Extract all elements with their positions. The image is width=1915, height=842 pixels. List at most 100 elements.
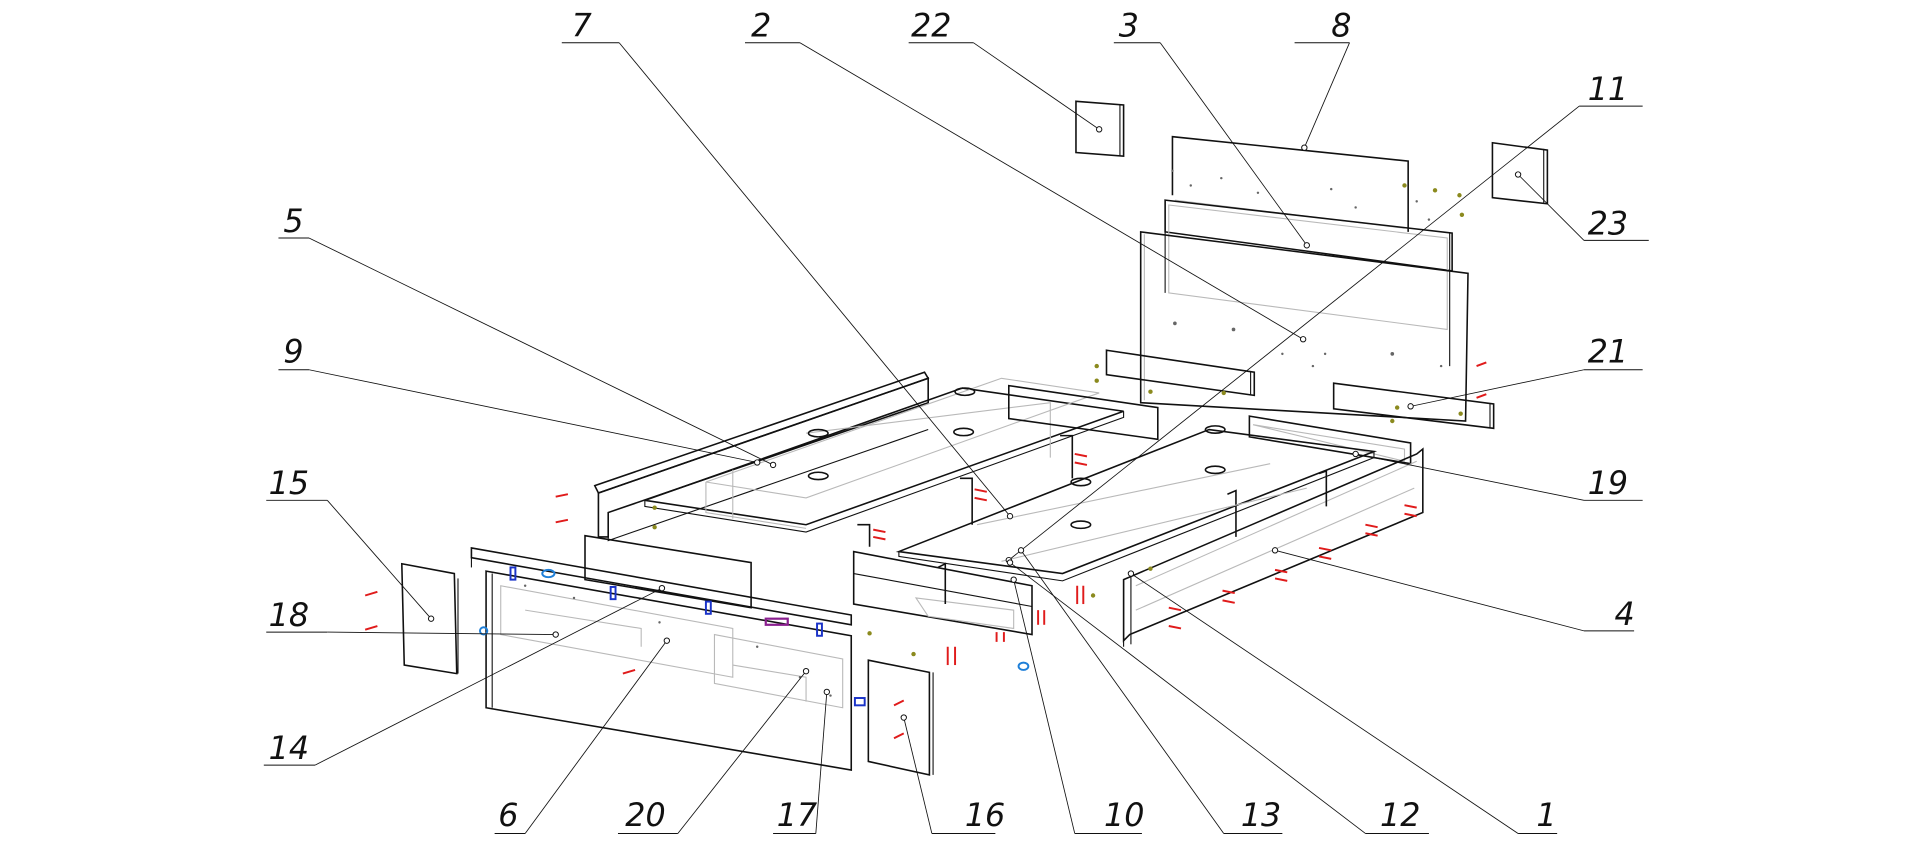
callout-15: 15 (266, 466, 435, 622)
callout-12: 12 (1006, 559, 1429, 834)
part-front-drawer (400, 546, 934, 776)
callout-leader-line (1020, 550, 1225, 834)
callout-number: 13 (1241, 798, 1281, 834)
callout-8: 8 (1294, 9, 1351, 151)
callout-leader-line (1355, 453, 1585, 501)
cam-fitting (1017, 661, 1030, 671)
callout-leader-line (1274, 549, 1585, 632)
callout-number: 23 (1588, 206, 1628, 242)
parts (364, 100, 1549, 776)
part-headboard-left-rail (1105, 349, 1256, 397)
callout-9: 9 (278, 334, 761, 466)
callout-number: 12 (1380, 798, 1420, 834)
callout-target-point (1271, 547, 1279, 554)
part-21-headboard-right-rail (1332, 382, 1495, 430)
callout-number: 16 (965, 798, 1005, 834)
callout-target-point (1514, 171, 1522, 178)
callout-number: 14 (269, 731, 309, 767)
callout-number: 4 (1615, 597, 1635, 633)
callout-leader-line (618, 42, 1011, 517)
callout-3: 3 (1113, 9, 1310, 249)
callout-leader-line (973, 42, 1100, 130)
callout-23: 23 (1514, 171, 1649, 242)
callout-19: 19 (1352, 450, 1643, 502)
drill-holes (523, 169, 1443, 697)
part-2-headboard-main (1139, 230, 1469, 422)
callout-target-point (663, 637, 671, 644)
callout-number: 18 (269, 598, 309, 634)
callout-target-point (754, 459, 761, 466)
callout-number: 2 (751, 9, 771, 45)
callout-leader-line (1008, 105, 1580, 561)
callout-leader-line (1130, 573, 1519, 834)
part-left-bed-box (584, 371, 1159, 609)
callout-leader-line (903, 717, 933, 834)
callout-number: 8 (1331, 9, 1351, 45)
callout-target-point (1006, 513, 1014, 520)
callout-18: 18 (266, 598, 559, 638)
callout-number: 19 (1588, 466, 1628, 502)
screws (364, 361, 1487, 740)
callout-number: 22 (911, 9, 951, 45)
callout-leader-line (1410, 369, 1585, 407)
callout-number: 10 (1104, 798, 1144, 834)
callout-number: 1 (1536, 798, 1556, 834)
callout-leader-line (524, 640, 668, 834)
dowels (652, 183, 1465, 657)
callout-target-point (1301, 144, 1308, 151)
callout-target-point (900, 714, 907, 721)
callout-target-point (427, 615, 435, 622)
callout-target-point (658, 585, 666, 592)
callout-target-point (1006, 559, 1014, 566)
callout-leader-line (308, 369, 758, 463)
callout-target-point (1017, 547, 1025, 554)
callout-target-point (1299, 336, 1307, 343)
part-22-panel (1075, 100, 1125, 158)
callout-leader-line (1303, 42, 1350, 148)
callout-22: 22 (908, 9, 1103, 133)
callout-target-point (552, 631, 559, 638)
callout-6: 6 (494, 637, 671, 834)
callout-target-point (1407, 403, 1414, 410)
callout-leader-line (314, 587, 663, 766)
callout-leader-line (799, 42, 1304, 340)
callout-leader-line (1159, 42, 1308, 246)
callout-target-point (1127, 570, 1135, 577)
callout-17: 17 (773, 688, 830, 834)
callout-5: 5 (278, 204, 777, 469)
callout-10: 10 (1010, 576, 1144, 834)
callout-leader-line (1009, 562, 1366, 834)
callout-1: 1 (1127, 570, 1558, 834)
hardware (364, 169, 1487, 740)
callout-target-point (802, 667, 810, 675)
callout-number: 20 (625, 798, 665, 834)
callout-leader-line (1013, 579, 1076, 834)
callout-target-point (1095, 126, 1103, 133)
callout-number: 3 (1119, 9, 1139, 45)
callout-21: 21 (1407, 334, 1643, 410)
callout-11: 11 (1005, 72, 1643, 564)
callout-target-point (1010, 576, 1017, 583)
callout-target-point (823, 688, 830, 696)
callout-20: 20 (617, 667, 810, 834)
callout-16: 16 (900, 714, 1005, 834)
callout-number: 15 (269, 466, 309, 502)
part-8-headboard-top (1171, 135, 1409, 232)
callout-number: 5 (283, 204, 303, 240)
callout-leader-line (815, 691, 828, 834)
callout-number: 9 (283, 334, 303, 370)
callout-number: 6 (498, 798, 518, 834)
callout-number: 11 (1588, 72, 1628, 108)
callout-2: 2 (744, 9, 1307, 343)
callout-number: 17 (777, 798, 817, 834)
callout-7: 7 (561, 9, 1014, 520)
callout-14: 14 (263, 585, 666, 767)
callout-target-point (769, 461, 777, 469)
callout-leader-line (326, 500, 432, 619)
callout-leader-line (327, 631, 556, 635)
callout-13: 13 (1017, 547, 1283, 834)
callout-number: 7 (572, 9, 592, 45)
callout-leader-line (677, 670, 807, 834)
